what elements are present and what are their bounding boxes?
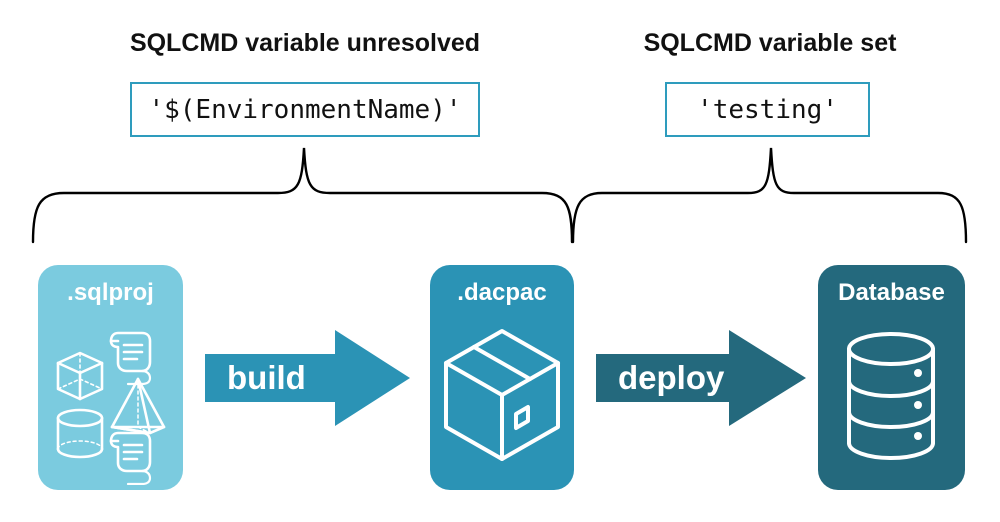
package-box-icon [444, 329, 560, 461]
database-cylinder-icon [847, 332, 935, 460]
stage-label-database: Database [838, 279, 945, 306]
heading-sqlcmd-variable-set: SQLCMD variable set [643, 29, 897, 57]
heading-sqlcmd-variable-unresolved: SQLCMD variable unresolved [129, 29, 481, 57]
dacpac-artwork [444, 329, 560, 461]
brace-left [31, 147, 574, 244]
arrow-build: build [205, 330, 410, 426]
code-box-environment-name: '$(EnvironmentName)' [130, 82, 480, 137]
pyramid-icon [110, 377, 166, 435]
database-artwork [847, 332, 935, 460]
sqlproj-artwork [56, 331, 166, 485]
stage-label-sqlproj: .sqlproj [67, 279, 154, 306]
stage-box-sqlproj: .sqlproj [38, 265, 183, 490]
scroll-icon [109, 431, 152, 485]
arrow-deploy-shape [596, 330, 806, 426]
stage-box-database: Database [818, 265, 965, 490]
code-box-testing: 'testing' [665, 82, 870, 137]
stage-box-dacpac: .dacpac [430, 265, 574, 490]
scroll-icon [109, 331, 152, 386]
arrow-build-shape [205, 330, 410, 426]
cube-icon [56, 351, 104, 401]
cylinder-icon [56, 408, 104, 459]
stage-label-dacpac: .dacpac [457, 279, 547, 306]
arrow-deploy: deploy [596, 330, 806, 426]
brace-right [571, 147, 968, 244]
